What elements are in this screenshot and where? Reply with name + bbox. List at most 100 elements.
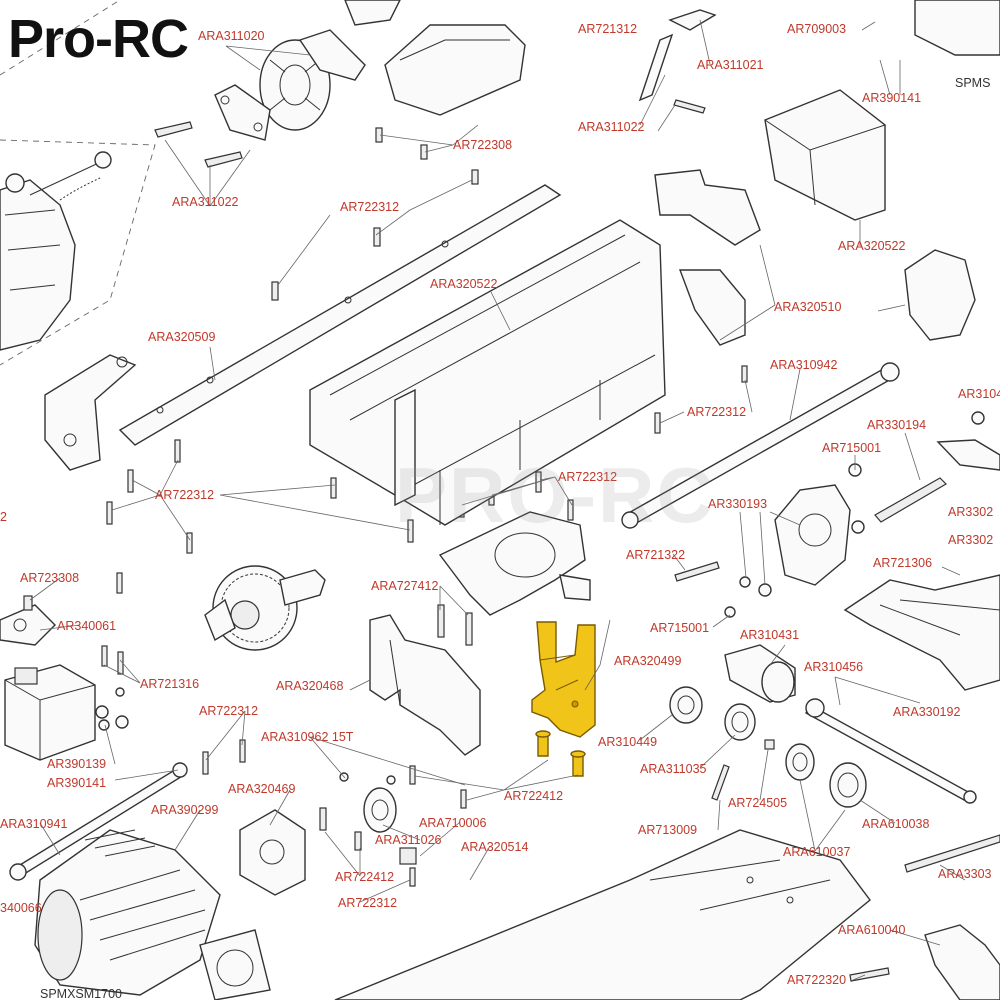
part-label-ar390141: AR390141	[47, 776, 106, 790]
model-label-spms: SPMS	[955, 76, 990, 90]
part-label-ar724505: AR724505	[728, 796, 787, 810]
bearings-ARA610037-38	[764, 739, 867, 808]
battery-cover	[764, 89, 886, 221]
part-label-ara310942: ARA310942	[770, 358, 837, 372]
dashed-outline	[0, 0, 156, 366]
part-label-ara311035: ARA311035	[640, 762, 707, 776]
part-label-ara390299: ARA390299	[151, 803, 218, 817]
bracket-plates	[214, 29, 366, 141]
driveshaft-right	[805, 698, 977, 804]
part-label-ar310449: AR310449	[598, 735, 657, 749]
nut-washers	[724, 411, 985, 618]
leader-lines	[29, 19, 966, 981]
part-label-ar721322: AR721322	[626, 548, 685, 562]
part-label-ar330193: AR330193	[708, 497, 767, 511]
lower-arm	[843, 574, 1000, 691]
upper-link	[936, 439, 1000, 471]
part-label-ar722312: AR722312	[687, 405, 746, 419]
driveshaft-left	[9, 762, 188, 881]
driveshaft-center	[621, 362, 900, 529]
part-label-ar340061: AR340061	[57, 619, 116, 633]
grommets	[95, 687, 129, 731]
top-bracket	[384, 24, 526, 116]
pinion-gear	[339, 772, 417, 865]
part-label-ara710006: ARA710006	[419, 816, 486, 830]
part-label-ar3302: AR3302	[948, 505, 993, 519]
part-label-ara311021: ARA311021	[697, 58, 764, 72]
servo	[4, 664, 96, 761]
chassis-rail	[118, 184, 562, 446]
watermark: PRO-RC	[395, 451, 715, 539]
turnbuckle	[638, 33, 706, 114]
gear-cover	[904, 249, 976, 341]
motor	[34, 829, 221, 996]
part-label-ar722312: AR722312	[558, 470, 617, 484]
part-label-ar715001: AR715001	[650, 621, 709, 635]
part-label-ara320499: ARA320499	[614, 654, 681, 668]
model-label-spmxsm1700: SPMXSM1700	[40, 987, 122, 1000]
part-label-ara310962-15t: ARA310962 15T	[261, 730, 354, 744]
part-label-ar722312: AR722312	[199, 704, 258, 718]
part-label-ara320469: ARA320469	[228, 782, 295, 796]
part-label-ara320522: ARA320522	[430, 277, 497, 291]
pin-AR713009	[711, 764, 730, 801]
battery-tray	[309, 219, 666, 526]
hub-ARA610040	[924, 924, 1000, 1000]
nut-AR310449	[669, 686, 703, 724]
part-label-2: 2	[0, 510, 7, 524]
part-label-ar310456: AR310456	[804, 660, 863, 674]
part-label-ara610037: ARA610037	[783, 845, 850, 859]
pin-AR330194	[874, 477, 947, 523]
part-label-ar3104: AR3104	[958, 387, 1000, 401]
spur-disc	[259, 39, 331, 131]
part-number-labels: ARA311020 AR721312 AR709003ARA311021AR3901…	[0, 22, 1000, 987]
brand-logo: Pro-RC	[8, 9, 189, 69]
part-label-ar722312: AR722312	[340, 200, 399, 214]
part-label-ar390141: AR390141	[862, 91, 921, 105]
part-label-ar723308: AR723308	[20, 571, 79, 585]
bellcrank	[44, 354, 137, 471]
center-bulkhead	[438, 511, 591, 616]
part-label-ar722412: AR722412	[504, 789, 563, 803]
part-label-340066: 340066	[0, 901, 42, 915]
part-label-ar722312: AR722312	[338, 896, 397, 910]
differential	[204, 565, 326, 651]
part-label-ara311022: ARA311022	[578, 120, 645, 134]
part-label-ara320468: ARA320468	[276, 679, 343, 693]
steering-assembly	[0, 151, 112, 351]
part-label-ara610040: ARA610040	[838, 923, 905, 937]
part-label-ar3302: AR3302	[948, 533, 993, 547]
motor-mount-base	[369, 614, 481, 756]
screws	[101, 121, 890, 982]
part-label-ar709003: AR709003	[787, 22, 846, 36]
servo-horn	[0, 604, 56, 646]
side-rail-right	[678, 269, 746, 346]
part-label-ara3303: ARA3303	[938, 867, 992, 881]
part-label-ar721316: AR721316	[140, 677, 199, 691]
part-label-ara330192: ARA330192	[893, 705, 960, 719]
part-label-ara610038: ARA610038	[862, 817, 929, 831]
screw-AR723308	[23, 595, 33, 611]
part-label-ara311020: ARA311020	[198, 29, 265, 43]
outdrive	[724, 644, 796, 703]
mount-bracket	[654, 169, 761, 246]
top-right-box	[914, 0, 1000, 56]
top-arm	[344, 0, 717, 31]
chassis-plate	[334, 829, 871, 1000]
part-label-ara320510: ARA320510	[774, 300, 841, 314]
hub-carrier	[774, 484, 865, 586]
part-label-ar721312: AR721312	[578, 22, 637, 36]
model-labels: SPMS SPMXSM1700	[40, 76, 990, 1000]
part-label-ara727412: ARA727412	[371, 579, 438, 593]
part-label-ar715001: AR715001	[822, 441, 881, 455]
part-label-ara311026: ARA311026	[375, 833, 442, 847]
part-label-ara320509: ARA320509	[148, 330, 215, 344]
motor-plate	[239, 809, 306, 896]
part-label-ar722312: AR722312	[155, 488, 214, 502]
part-label-ar713009: AR713009	[638, 823, 697, 837]
part-label-ara320514: ARA320514	[461, 840, 528, 854]
part-label-ar390139: AR390139	[47, 757, 106, 771]
bearing-ARA311035	[724, 703, 756, 741]
part-label-ar722320: AR722320	[787, 973, 846, 987]
